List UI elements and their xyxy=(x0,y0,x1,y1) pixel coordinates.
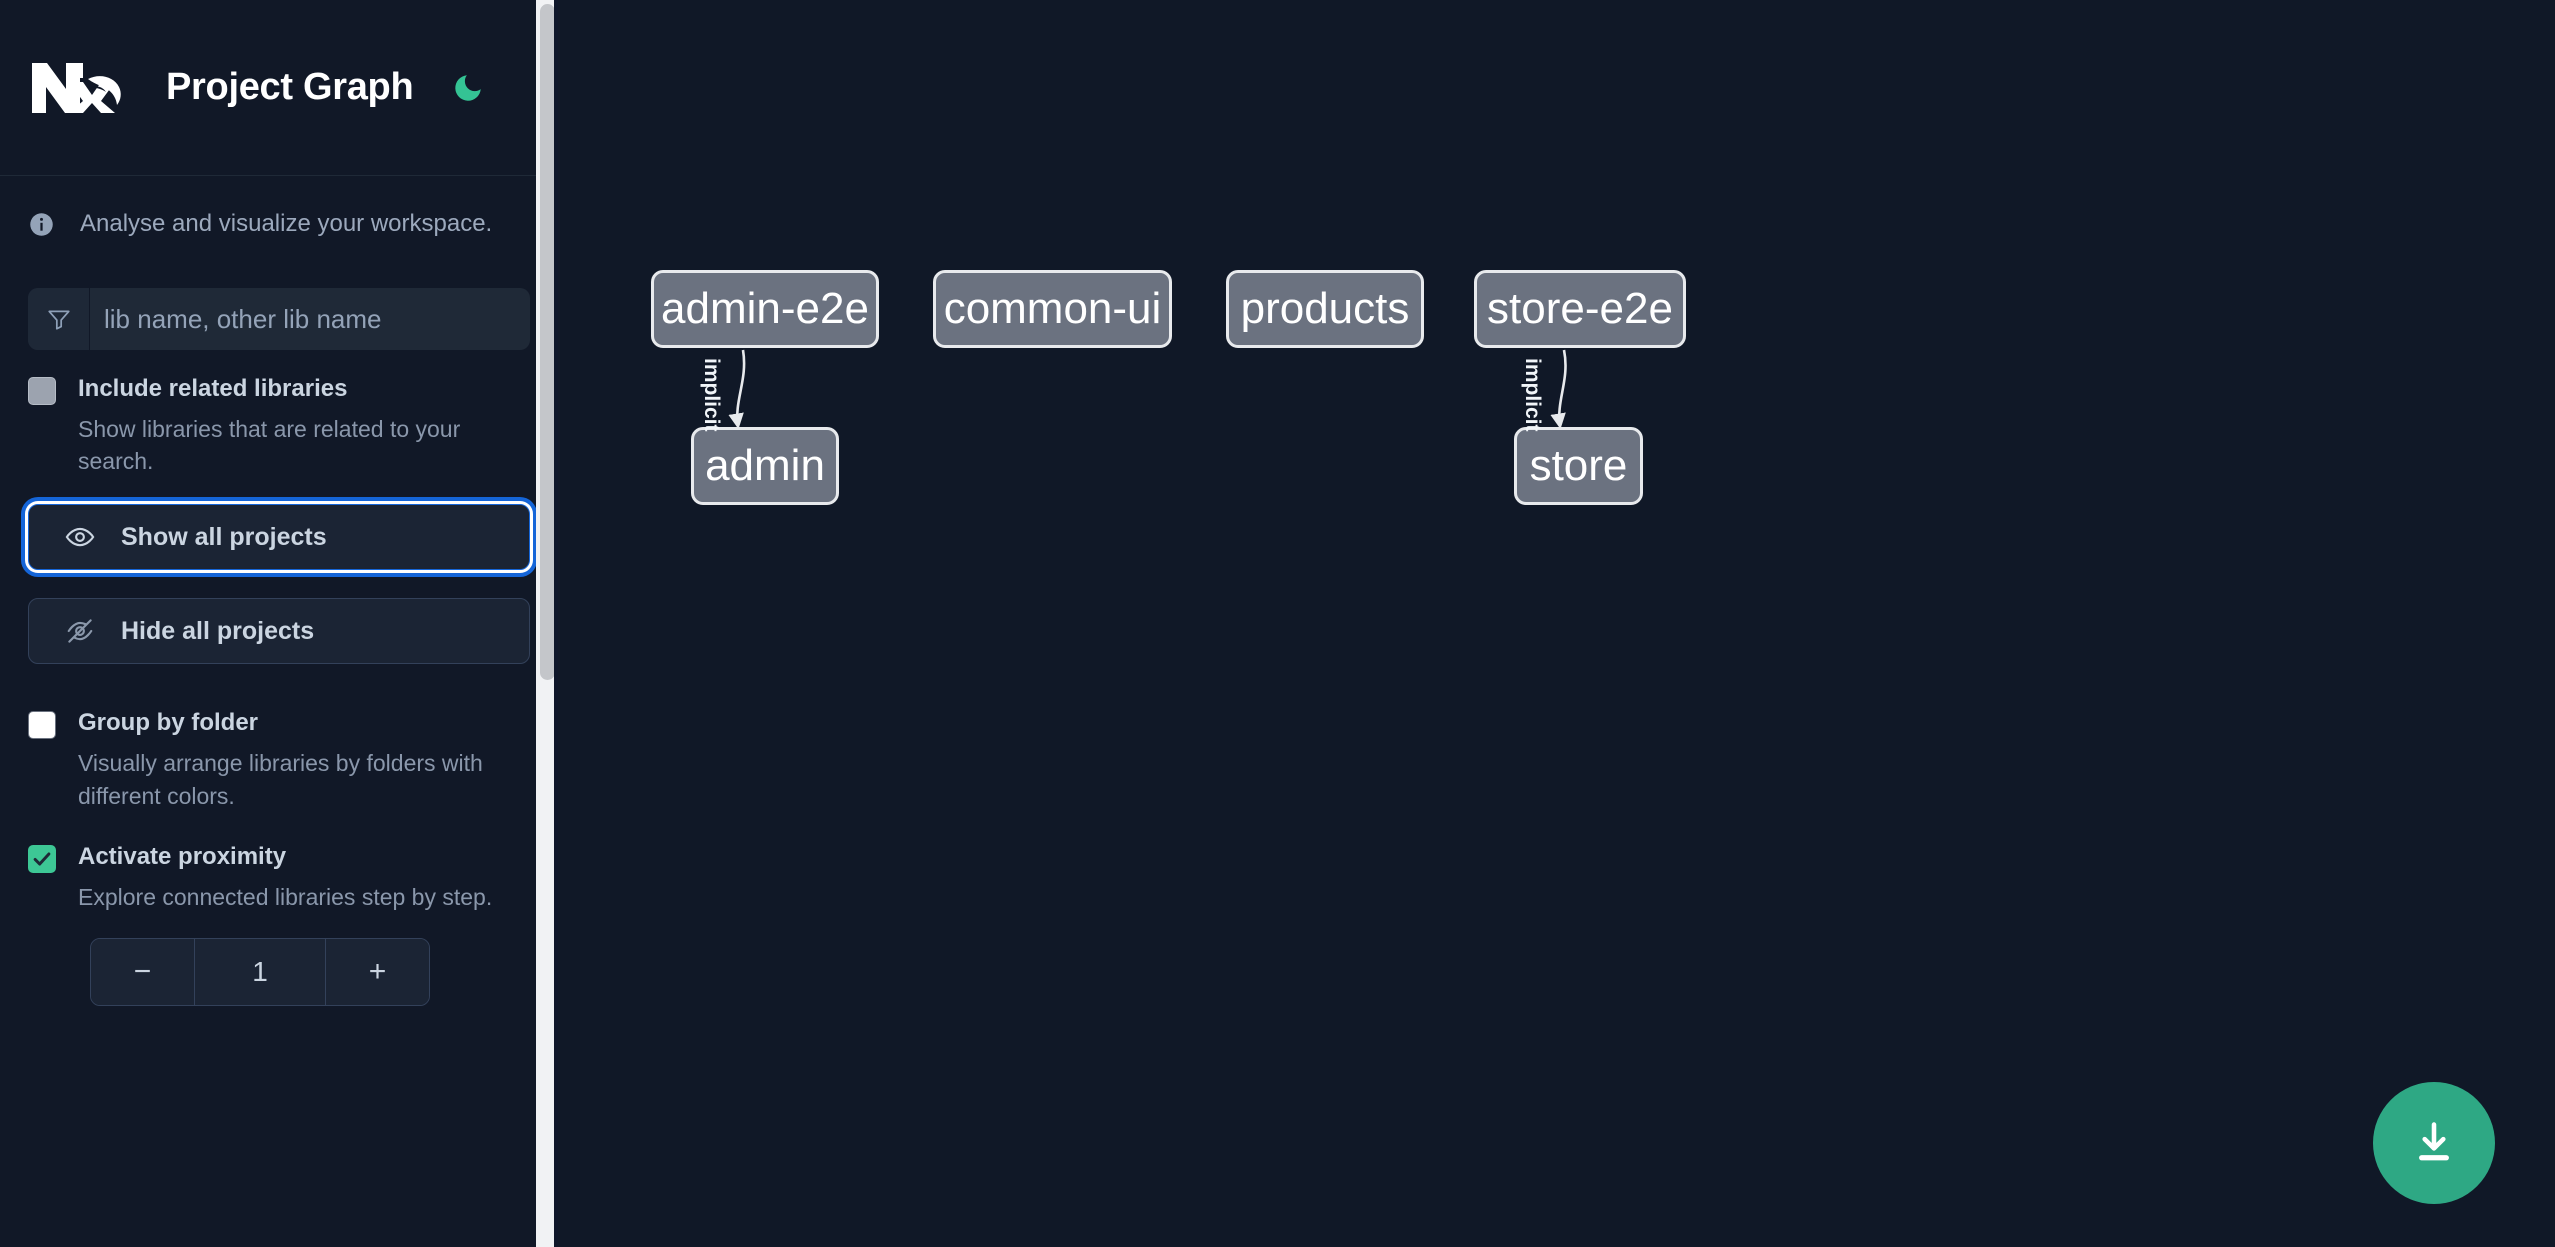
increment-button[interactable]: + xyxy=(325,938,429,1005)
option-description: Explore connected libraries step by step… xyxy=(78,884,493,911)
edge-label-store-e2e-to-store: implicit xyxy=(1521,358,1544,432)
graph-edges xyxy=(728,349,1567,430)
show-all-wrap: Show all projects xyxy=(0,478,558,571)
hide-all-projects-button[interactable]: Hide all projects xyxy=(28,598,530,665)
graph-node-admin[interactable]: admin xyxy=(691,427,839,505)
hide-all-wrap: Hide all projects xyxy=(0,570,558,665)
search-input[interactable] xyxy=(90,288,530,350)
graph-node-common-ui[interactable]: common-ui xyxy=(933,270,1172,348)
option-description: Show libraries that are related to your … xyxy=(78,415,461,475)
filter-section xyxy=(0,272,558,350)
checkbox-include-related-libraries[interactable] xyxy=(28,377,56,405)
sidebar-scrollbar-thumb[interactable] xyxy=(540,4,555,680)
option-label: Activate proximity xyxy=(78,843,287,871)
show-all-projects-label: Show all projects xyxy=(121,522,327,551)
graph-canvas[interactable]: admin-e2e common-ui products store-e2e admin… xyxy=(558,0,2555,1247)
eye-slash-icon xyxy=(65,616,95,646)
proximity-stepper: − 1 + xyxy=(90,937,430,1006)
decrement-button[interactable]: − xyxy=(91,938,195,1005)
graph-node-store-e2e[interactable]: store-e2e xyxy=(1474,270,1686,348)
option-description: Visually arrange libraries by folders wi… xyxy=(78,749,483,809)
info-icon xyxy=(28,211,55,238)
moon-icon[interactable] xyxy=(451,71,485,105)
show-all-projects-button[interactable]: Show all projects xyxy=(28,504,530,571)
option-group-by-folder[interactable]: Group by folder Visually arrange librari… xyxy=(0,664,558,812)
sidebar-edge xyxy=(554,0,558,1247)
nx-logo xyxy=(28,57,124,119)
option-label: Include related libraries xyxy=(78,375,348,402)
graph-node-store[interactable]: store xyxy=(1514,427,1643,505)
tagline-text: Analyse and visualize your workspace. xyxy=(80,210,493,237)
hide-all-projects-label: Hide all projects xyxy=(121,616,315,645)
funnel-icon xyxy=(28,288,90,350)
eye-icon xyxy=(65,522,95,552)
graph-node-products[interactable]: products xyxy=(1226,270,1424,348)
checkbox-activate-proximity[interactable] xyxy=(28,845,56,874)
download-icon xyxy=(2419,1122,2449,1161)
page-title: Project Graph xyxy=(166,66,414,108)
proximity-stepper-wrap: − 1 + xyxy=(0,914,558,1006)
download-button[interactable] xyxy=(2373,1082,2495,1204)
tagline: Analyse and visualize your workspace. xyxy=(0,176,558,272)
sidebar-scrollbar[interactable] xyxy=(536,0,558,1247)
option-activate-proximity[interactable]: Activate proximity Explore connected lib… xyxy=(0,812,558,913)
proximity-value: 1 xyxy=(252,955,268,987)
sidebar-header: Project Graph xyxy=(0,0,558,176)
sidebar: Project Graph Analyse and visualize your… xyxy=(0,0,558,1247)
option-label: Group by folder xyxy=(78,709,258,737)
edge-label-admin-e2e-to-admin: implicit xyxy=(700,358,723,432)
graph-node-admin-e2e[interactable]: admin-e2e xyxy=(651,270,879,348)
checkbox-group-by-folder[interactable] xyxy=(28,711,56,740)
option-include-related-libraries[interactable]: Include related libraries Show libraries… xyxy=(0,350,558,478)
filter-box[interactable] xyxy=(28,288,530,350)
